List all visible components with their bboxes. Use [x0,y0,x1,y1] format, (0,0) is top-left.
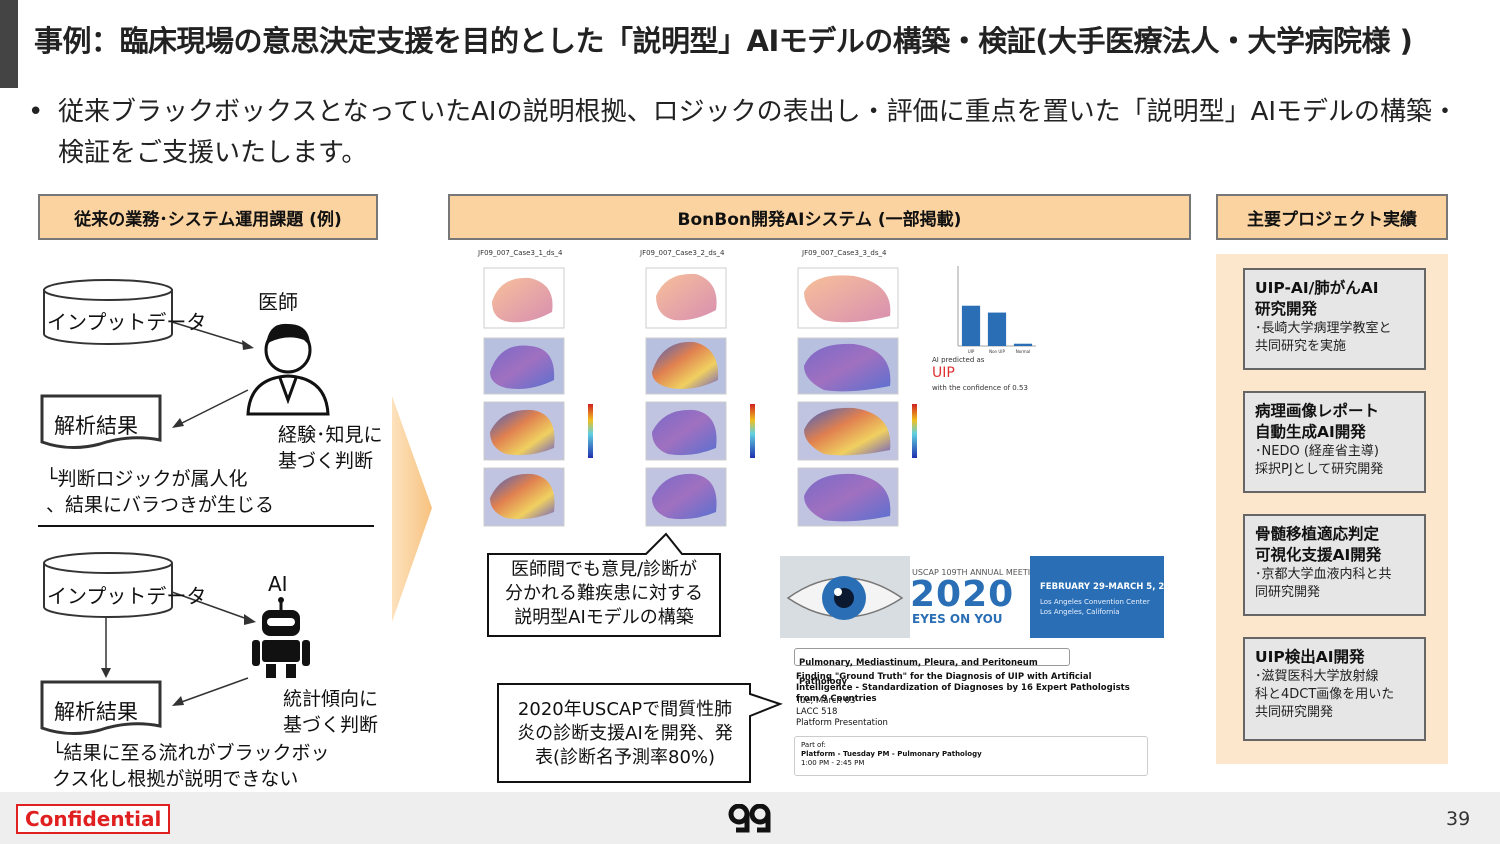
left-diagram [38,279,374,735]
result-label-1: 解析結果 [54,414,138,438]
heatmap-thumbnail [652,409,717,456]
doctor-judgment: 経験･知見に 基づく判断 [278,424,383,472]
tick-label: Normal [1016,349,1030,354]
heatmap-grid [483,267,917,527]
bar-uip [961,305,981,346]
intro-bullet: • 従来ブラックボックスとなっていたAIの説明根拠、ロジックの表出し・評価に重点… [28,92,1478,174]
case-label-3: JF09_007_Case3_3_ds_4 [802,249,887,257]
confidence-text: with the confidence of 0.53 [932,384,1028,392]
footer-bar [0,792,1500,844]
ai-judgment: 統計傾向に 基づく判断 [283,688,379,736]
callout-text-2: 2020年USCAPで間質性肺 炎の診断支援AIを開発、発 表(診断名予測率80… [517,699,733,768]
arrow-doctor-result [175,389,249,427]
heatmap-thumbnail [804,343,891,392]
problem-text-1: └判断ロジックが属人化 、結果にバラつきが生じる [46,468,275,516]
heatmap-thumbnail [804,407,891,456]
prediction-value: UIP [932,365,955,381]
tissue-thumbnail [804,275,891,323]
title-accent-bar [0,0,18,88]
prediction-chart: UIP Non UIP Normal [957,266,1036,354]
tick-label: UIP [968,349,975,354]
problem-text-2: └結果に至る流れがブラックボッ クス化し根拠が説明できない [52,742,330,790]
colorbar [912,404,917,458]
project-card-2: 病理画像レポート 自動生成AI開発 ･NEDO (経産省主導) 採択PJとして研… [1243,391,1426,493]
doctor-label: 医師 [258,290,298,314]
arrow-input-ai [171,591,251,621]
project-card-1: UIP-AI/肺がんAI 研究開発 ･長崎大学病理学教室と 共同研究を実施 [1243,268,1426,370]
input-data-label-1: インプットデータ [47,310,207,334]
case-label-2: JF09_007_Case3_2_ds_4 [640,249,725,257]
ai-label: AI [268,572,288,596]
page-number: 39 [1446,808,1471,830]
abstract-room: LACC 518 [796,707,838,717]
database-icon [43,552,173,618]
arrow-input-doctor [171,321,251,347]
header-left: 従来の業務･システム運用課題 (例) [38,194,378,240]
callout-text-1: 医師間でも意見/診断が 分かれる難疾患に対する 説明型AIモデルの構築 [505,559,703,628]
heatmap-thumbnail [804,473,891,522]
poster-meeting: USCAP 109TH ANNUAL MEETING [912,568,1043,577]
heatmap-thumbnail [490,473,555,520]
arrow-ai-result [175,677,249,705]
tick-label: Non UIP [989,349,1005,354]
tissue-thumbnail [492,277,553,323]
poster-date-panel: FEBRUARY 29-MARCH 5, 2020 Los Angeles Co… [1030,556,1182,638]
document-icon [40,680,162,735]
abstract-title: Finding "Ground Truth" for the Diagnosis… [796,672,1130,704]
result-label-2: 解析結果 [54,700,138,724]
header-right: 主要プロジェクト実績 [1216,194,1448,240]
heatmap-thumbnail [490,409,555,456]
page-title: 事例：臨床現場の意思決定支援を目的とした「説明型」AIモデルの構築・検証(大手医… [34,24,1413,58]
eye-icon [780,556,910,638]
header-center: BonBon開発AIシステム (一部掲載) [448,194,1191,240]
project-card-4: UIP検出AI開発 ･滋賀医科大学放射線 科と4DCT画像を用いた 共同研究開発 [1243,637,1426,741]
poster-year: 2020 [910,574,1015,615]
colorbar [588,404,593,458]
transition-arrow [392,396,432,622]
heatmap-thumbnail [652,341,719,389]
uscap-banner: USCAP 109TH ANNUAL MEETING 2020 EYES ON … [780,556,1182,638]
category-tag: Pulmonary, Mediastinum, Pleura, and Peri… [794,648,1070,687]
project-card-3: 骨髄移植適応判定 可視化支援AI開発 ･京都大学血液内科と共 同研究開発 [1243,514,1426,616]
prediction-prefix: AI predicted as [932,356,985,364]
heatmap-thumbnail [490,345,555,389]
callout-shape [497,683,783,783]
poster-tagline: EYES ON YOU [912,612,1003,626]
tissue-thumbnail [656,273,717,321]
abstract-type: Platform Presentation [796,718,888,728]
bullet-dot: • [28,97,44,127]
robot-icon [252,597,310,678]
abstract-date: Tue, March 03 [796,696,856,706]
doctor-icon [246,323,330,416]
bar-non-uip [987,312,1007,346]
callout-shape [487,532,721,637]
bar-normal [1013,343,1033,346]
session-card: Part of: Platform - Tuesday PM - Pulmona… [794,736,1148,776]
input-data-label-2: インプットデータ [47,584,207,608]
company-logo-icon [728,804,771,833]
confidential-badge: Confidential [16,804,171,834]
heatmap-thumbnail [652,473,717,520]
case-label-1: JF09_007_Case3_1_ds_4 [478,249,563,257]
intro-text: 従来ブラックボックスとなっていたAIの説明根拠、ロジックの表出し・評価に重点を置… [58,97,1459,168]
colorbar [750,404,755,458]
database-icon [43,279,173,345]
document-icon [40,394,162,449]
